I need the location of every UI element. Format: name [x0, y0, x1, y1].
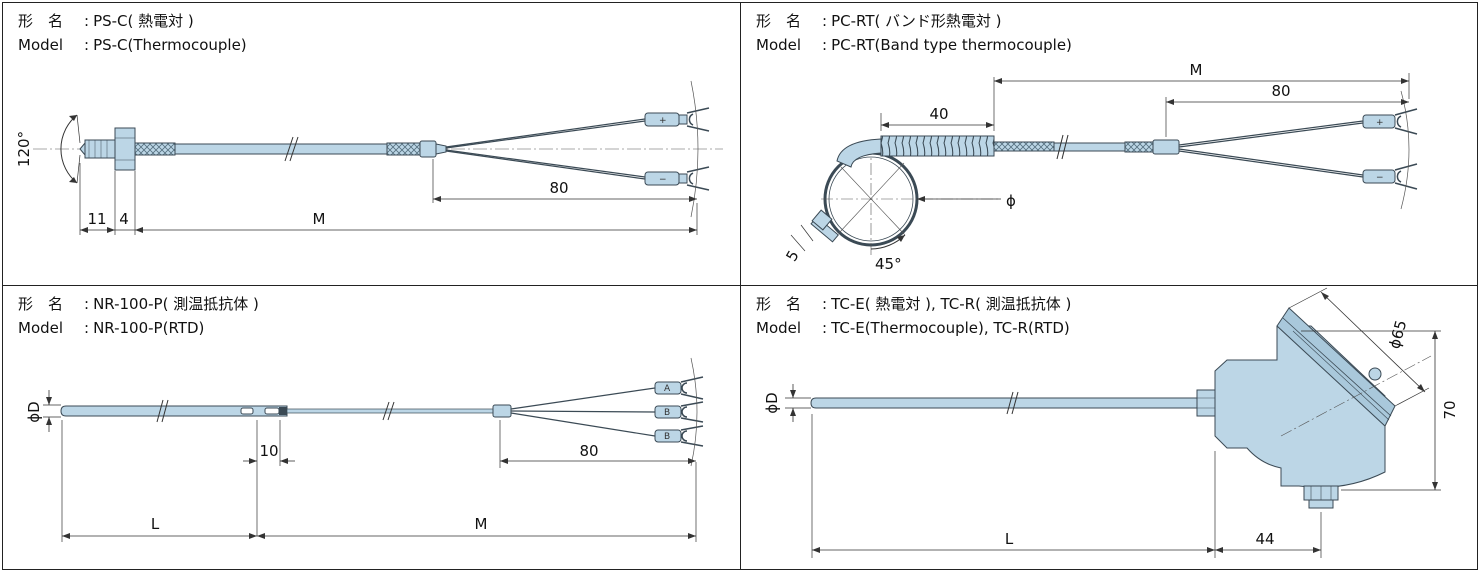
panel-title-jp: 形 名:PC-RT( バンド形熱電対 )	[756, 12, 1001, 30]
dim-l: L	[151, 515, 160, 533]
dim-phi-65: ϕ65	[1385, 318, 1410, 351]
panel-title-jp: 形 名:PS-C( 熱電対 )	[18, 12, 194, 30]
dim-4: 4	[119, 210, 129, 228]
model-separator: :	[84, 36, 90, 54]
panel-ps-c: 形 名:PS-C( 熱電対 ) Model:PS-C(Thermocouple)…	[2, 2, 741, 286]
model-label: Model	[18, 319, 64, 337]
terminal-b1-label: B	[664, 408, 670, 418]
terminal-minus-label: −	[659, 175, 667, 185]
dim-80: 80	[579, 442, 598, 460]
panel-tc-e: 形 名:TC-E( 熱電対 ), TC-R( 測温抵抗体 ) Model:TC-…	[740, 285, 1478, 570]
model-label: Model	[18, 36, 64, 54]
panel-title-model: Model:NR-100-P(RTD)	[18, 319, 204, 337]
title-model-jp: NR-100-P( 測温抵抗体 )	[93, 295, 259, 313]
title-label: 形 名	[18, 12, 64, 30]
model-name: NR-100-P(RTD)	[93, 319, 205, 337]
pc-rt-drawing: ϕ 45° 5	[782, 61, 1418, 273]
model-name: PC-RT(Band type thermocouple)	[831, 36, 1072, 54]
title-model-jp: PS-C( 熱電対 )	[93, 12, 194, 30]
dim-phi: ϕ	[1006, 192, 1016, 210]
dim-11: 11	[87, 210, 106, 228]
panel-title-model: Model:TC-E(Thermocouple), TC-R(RTD)	[756, 319, 1070, 337]
model-label: Model	[756, 36, 802, 54]
dim-40: 40	[929, 105, 948, 123]
title-separator: :	[822, 12, 828, 30]
dim-phi-d: ϕD	[25, 401, 43, 422]
terminal-plus-label: +	[1376, 118, 1384, 128]
title-label: 形 名	[756, 295, 802, 313]
panel-pc-rt: 形 名:PC-RT( バンド形熱電対 ) Model:PC-RT(Band ty…	[740, 2, 1478, 286]
model-name: TC-E(Thermocouple), TC-R(RTD)	[831, 319, 1070, 337]
model-name: PS-C(Thermocouple)	[93, 36, 247, 54]
dim-5: 5	[782, 247, 802, 264]
terminal-plus-label: +	[659, 116, 667, 126]
title-separator: :	[84, 12, 90, 30]
panel-title-jp: 形 名:TC-E( 熱電対 ), TC-R( 測温抵抗体 )	[756, 295, 1071, 313]
model-separator: :	[822, 319, 828, 337]
title-label: 形 名	[756, 12, 802, 30]
model-separator: :	[84, 319, 90, 337]
dim-10: 10	[259, 442, 278, 460]
nr-100-p-drawing: ϕD A B B	[25, 357, 704, 542]
tc-e-drawing: ϕD	[763, 287, 1459, 558]
title-separator: :	[84, 295, 90, 313]
dim-m: M	[475, 515, 488, 533]
title-label: 形 名	[18, 295, 64, 313]
panel-title-model: Model:PC-RT(Band type thermocouple)	[756, 36, 1072, 54]
ps-c-drawing: 120°	[15, 80, 723, 235]
panel-title-jp: 形 名:NR-100-P( 測温抵抗体 )	[18, 295, 259, 313]
model-label: Model	[756, 319, 802, 337]
angle-label: 120°	[15, 131, 33, 167]
terminal-minus-label: −	[1376, 173, 1384, 183]
terminal-a-label: A	[664, 384, 671, 394]
model-separator: :	[822, 36, 828, 54]
panel-nr-100-p: 形 名:NR-100-P( 測温抵抗体 ) Model:NR-100-P(RTD…	[2, 285, 741, 570]
dim-m: M	[1190, 61, 1203, 79]
dim-70: 70	[1441, 400, 1459, 419]
dim-phi-d: ϕD	[763, 392, 781, 413]
dim-m: M	[313, 210, 326, 228]
dim-45: 45°	[875, 255, 902, 273]
title-model-jp: TC-E( 熱電対 ), TC-R( 測温抵抗体 )	[831, 295, 1072, 313]
terminal-b2-label: B	[664, 432, 670, 442]
dim-l: L	[1005, 530, 1014, 548]
dim-44: 44	[1255, 530, 1274, 548]
dim-80: 80	[1271, 82, 1290, 100]
panel-title-model: Model:PS-C(Thermocouple)	[18, 36, 247, 54]
title-model-jp: PC-RT( バンド形熱電対 )	[831, 12, 1002, 30]
dim-80: 80	[549, 179, 568, 197]
title-separator: :	[822, 295, 828, 313]
